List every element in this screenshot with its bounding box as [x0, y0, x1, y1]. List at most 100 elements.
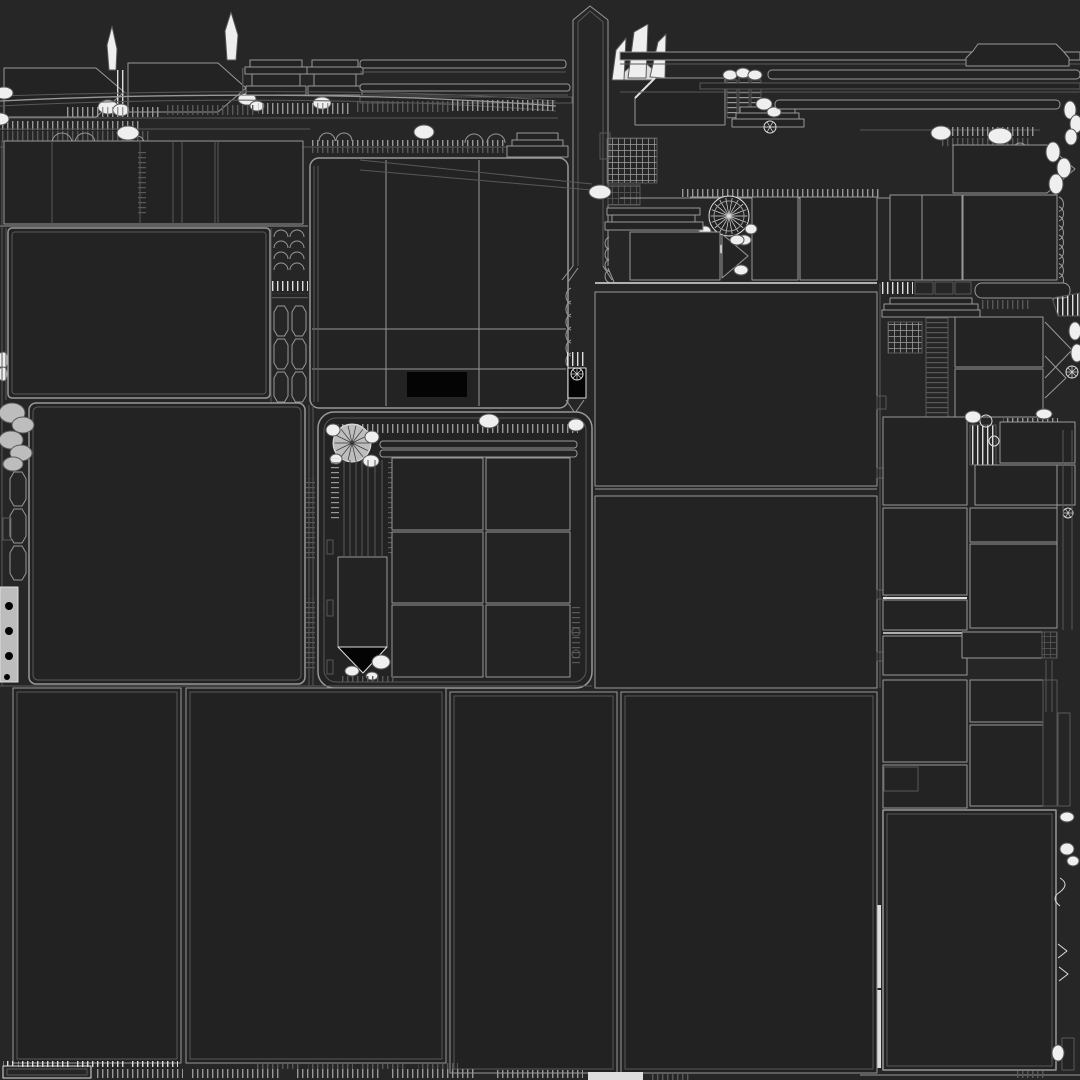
knob [571, 627, 581, 637]
molding-bar [889, 297, 973, 305]
tick-band [338, 424, 578, 433]
molding-band [767, 69, 1080, 80]
ornament-blob [364, 430, 380, 444]
squiggle [1057, 943, 1069, 982]
bright-bar [875, 990, 881, 1068]
molding-bar [306, 66, 364, 75]
molding-bar [604, 221, 704, 231]
rows-strip [331, 458, 339, 520]
cell-row [3, 140, 304, 225]
uv-cell [882, 635, 968, 676]
uv-cell [962, 194, 1058, 281]
molding-bar [245, 85, 307, 96]
ruler-band [682, 189, 882, 197]
margin-tab [876, 395, 887, 410]
rail-bar [379, 449, 578, 458]
molding-band [619, 51, 1080, 61]
squiggle [1054, 877, 1066, 907]
ornament-blob [0, 112, 10, 126]
pleat-wedge [1051, 292, 1080, 317]
uv-cell [969, 724, 1044, 807]
molding-bar [506, 145, 569, 158]
speckle-ornament [2, 456, 24, 472]
tick-band [418, 1063, 458, 1069]
chimney-cap [577, 10, 604, 23]
ladder-strip [117, 70, 124, 104]
uv-cell [969, 507, 1058, 543]
black-inset [407, 372, 467, 397]
tick-band [64, 107, 160, 117]
uv-cell [889, 194, 923, 281]
molding-bar [244, 66, 308, 75]
flame-blade [224, 11, 239, 61]
uv-cell [882, 764, 968, 809]
rail-bar [379, 440, 578, 449]
uv-panel-inner [453, 695, 614, 1070]
molding-bar [511, 139, 564, 147]
uv-panel-inner [32, 406, 302, 681]
margin-tab [326, 599, 334, 617]
uv-panel [309, 157, 569, 409]
rows-strip [138, 152, 146, 216]
chimney-bend [561, 265, 615, 283]
uv-cell [969, 679, 1044, 723]
tick-band [566, 352, 586, 366]
tick-band [495, 1070, 583, 1078]
tick-band [295, 1069, 380, 1078]
uv-panel-inner [323, 417, 587, 683]
uv-panel-inner [189, 691, 443, 1060]
arch-grid [273, 229, 305, 271]
molding-bar [251, 73, 301, 87]
panel-dot [5, 627, 13, 635]
uv-cell [921, 194, 963, 281]
uv-panel-inner [886, 813, 1053, 1067]
bright-edge [634, 77, 656, 99]
rosette [570, 367, 584, 381]
uv-panel [620, 691, 878, 1074]
uv-cell [391, 531, 484, 604]
uv-cell [954, 368, 1044, 418]
tick-band [1015, 1071, 1045, 1078]
ornament-blob [1063, 100, 1077, 120]
uv-panel [7, 227, 271, 399]
rows-strip [925, 317, 949, 418]
ladder-strip [240, 68, 246, 96]
ornament-blob [588, 184, 612, 200]
fan-wheel [708, 195, 750, 237]
tick-band [255, 1063, 300, 1069]
margin-strip [1057, 712, 1071, 807]
rows-strip [306, 478, 315, 562]
uv-cell [391, 457, 484, 531]
molding-bar [307, 85, 363, 96]
ornament-blob [744, 223, 758, 235]
ornament-blob [729, 234, 745, 246]
ornament-blob [747, 69, 763, 81]
hatch-block [606, 137, 658, 184]
rounded-bar [974, 282, 1071, 299]
ribbon-rail [0, 91, 557, 102]
hatch-block [1041, 631, 1058, 659]
tick-band [95, 1069, 183, 1078]
ornament-blob [930, 125, 952, 141]
uv-panel-inner [16, 691, 178, 1060]
ornament-blob [722, 69, 738, 81]
tick-band [308, 1063, 353, 1069]
fan-rosette [332, 423, 372, 463]
ornament-blob [1045, 141, 1061, 163]
uv-cell [882, 416, 968, 506]
uv-cell [882, 599, 968, 631]
bright-bar [875, 905, 881, 988]
tick-band [940, 138, 1032, 146]
molding-bar [606, 207, 701, 216]
coil-column [604, 236, 610, 284]
ornament-blob [371, 654, 391, 670]
tick-band [310, 140, 506, 146]
hatch-block [887, 321, 923, 354]
molding-band [359, 59, 567, 69]
rows-strip [572, 607, 580, 667]
ornament-blob [1070, 343, 1080, 363]
ornament-blob [344, 665, 360, 677]
hex-chain [291, 305, 307, 403]
arch-pair [51, 132, 96, 144]
